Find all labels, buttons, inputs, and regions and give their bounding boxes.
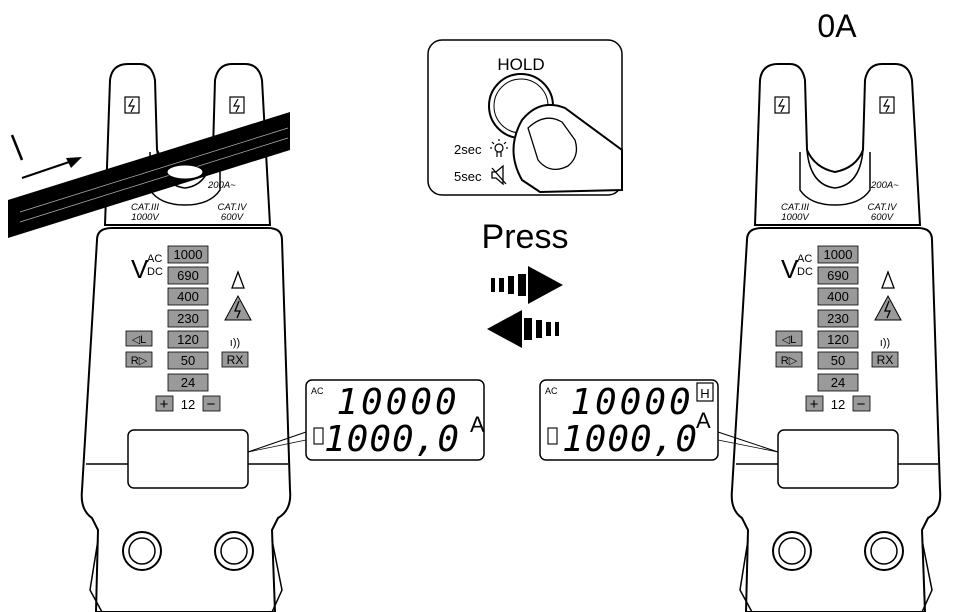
jaw-rating: 200A~ bbox=[870, 180, 899, 191]
range-230: 230 bbox=[827, 311, 849, 326]
right-polarity: R▷ bbox=[131, 355, 148, 367]
left-polarity: ◁L bbox=[782, 334, 797, 346]
lcd-left-ac-mark: AC bbox=[311, 386, 324, 396]
backlight-time: 2sec bbox=[454, 142, 482, 157]
range-1000: 1000 bbox=[824, 247, 853, 262]
minus-symbol: − bbox=[857, 396, 866, 413]
range-24: 24 bbox=[831, 375, 845, 390]
range-230: 230 bbox=[177, 311, 199, 326]
continuity-symbol: ı)) bbox=[880, 337, 890, 349]
right-polarity: R▷ bbox=[781, 355, 798, 367]
bottom-range: 12 bbox=[181, 397, 195, 412]
lcd-right-bottom-digits: 1000,0 bbox=[562, 419, 698, 460]
range-120: 120 bbox=[177, 332, 199, 347]
range-400: 400 bbox=[177, 289, 199, 304]
continuity-symbol: ı)) bbox=[230, 337, 240, 349]
ac-label: AC bbox=[147, 253, 162, 265]
range-24: 24 bbox=[181, 375, 195, 390]
arrow-right-icon bbox=[491, 266, 563, 304]
cat-left-line1: CAT.III bbox=[131, 202, 159, 213]
plus-symbol: + bbox=[810, 396, 819, 413]
lcd-left-unit: A bbox=[470, 412, 485, 437]
lcd-right-ac-mark: AC bbox=[545, 386, 558, 396]
top-right-label: 0A bbox=[817, 8, 857, 44]
hold-label: HOLD bbox=[497, 55, 544, 74]
minus-symbol: − bbox=[207, 396, 216, 413]
cat-right-line1: CAT.IV bbox=[217, 202, 248, 213]
dc-label: DC bbox=[797, 266, 813, 278]
cat-right-line1: CAT.IV bbox=[867, 202, 898, 213]
bulb-icon bbox=[490, 139, 508, 157]
dc-label: DC bbox=[147, 266, 163, 278]
press-label: Press bbox=[482, 218, 569, 256]
battery-icon bbox=[313, 427, 324, 445]
hold-indicator-box bbox=[696, 382, 714, 402]
lcd-right-unit: A bbox=[696, 408, 711, 433]
cat-left-line2: 1000V bbox=[781, 212, 810, 223]
lcd-left-bottom-digits: 1000,0 bbox=[324, 419, 460, 460]
cat-right-line2: 600V bbox=[871, 212, 895, 223]
arrow-left-icon bbox=[487, 310, 559, 348]
battery-icon bbox=[547, 427, 558, 445]
lcd-right-top-digits: 10000 bbox=[570, 382, 693, 423]
jaw-rating: 200A~ bbox=[207, 180, 236, 191]
lcd-right bbox=[539, 379, 779, 461]
voltage-symbol: V bbox=[781, 254, 799, 284]
bottom-range: 12 bbox=[831, 397, 845, 412]
lcd-left bbox=[247, 379, 485, 461]
lcd-left-top-digits: 10000 bbox=[336, 382, 459, 423]
range-690: 690 bbox=[827, 268, 849, 283]
voltage-symbol: V bbox=[131, 254, 149, 284]
range-120: 120 bbox=[827, 332, 849, 347]
range-690: 690 bbox=[177, 268, 199, 283]
lcd-right-hold-indicator: H bbox=[700, 386, 709, 401]
hold-panel bbox=[427, 39, 623, 196]
current-label: I bbox=[14, 149, 15, 151]
cat-left-line1: CAT.III bbox=[781, 202, 809, 213]
left-polarity: ◁L bbox=[132, 334, 147, 346]
range-400: 400 bbox=[827, 289, 849, 304]
range-50: 50 bbox=[181, 353, 195, 368]
rx-label: RX bbox=[877, 353, 894, 367]
conductor-cable bbox=[8, 112, 290, 238]
tester-right-labels: 200A~ CAT.III 1000V CAT.IV 600V V AC DC … bbox=[781, 180, 899, 413]
finger-icon bbox=[512, 104, 623, 194]
cat-left-line2: 1000V bbox=[131, 212, 160, 223]
mute-time: 5sec bbox=[454, 169, 482, 184]
range-1000: 1000 bbox=[174, 247, 203, 262]
tester-left-labels: 200A~ CAT.III 1000V CAT.IV 600V V AC DC … bbox=[131, 180, 248, 413]
ac-label: AC bbox=[797, 253, 812, 265]
current-arrow-icon bbox=[10, 134, 82, 179]
rx-label: RX bbox=[227, 353, 244, 367]
plus-symbol: + bbox=[160, 396, 169, 413]
range-50: 50 bbox=[831, 353, 845, 368]
cat-right-line2: 600V bbox=[221, 212, 245, 223]
mute-icon bbox=[491, 164, 507, 186]
